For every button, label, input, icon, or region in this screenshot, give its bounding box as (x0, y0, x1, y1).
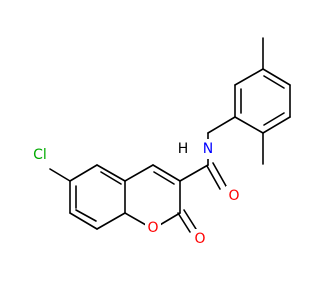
ring-oxygen-atom: O (145, 218, 161, 238)
amide-nitrogen-atom: N (200, 139, 216, 159)
bond (206, 165, 221, 190)
lactone-oxygen-atom: O (192, 229, 208, 249)
amide-oxygen-label: O (228, 188, 239, 204)
bond (96, 212, 126, 230)
bond (152, 164, 181, 182)
bond (75, 209, 97, 222)
bond (262, 116, 291, 134)
bond (262, 68, 291, 86)
atom-labels: Cl N H O O O (27, 139, 242, 249)
chlorine-atom: Cl (27, 145, 53, 165)
bond (179, 164, 209, 182)
bond (153, 171, 175, 185)
bond (234, 116, 264, 134)
bond (100, 171, 122, 185)
amide-nitrogen-label: N (203, 141, 213, 157)
bond (212, 162, 227, 187)
bond (177, 212, 191, 233)
chlorine-label: Cl (33, 147, 47, 163)
bond (69, 164, 98, 182)
bond (263, 112, 285, 126)
bond (49, 168, 71, 182)
bond (69, 212, 98, 230)
bond (96, 164, 126, 182)
amide-hydrogen-atom: H (175, 139, 191, 159)
bond (183, 209, 197, 230)
bond (207, 116, 236, 134)
ring-oxygen-label: O (147, 220, 158, 236)
bond-lines (49, 37, 291, 233)
bond (234, 68, 264, 86)
bond (263, 75, 285, 89)
bond (124, 164, 154, 182)
lactone-oxygen-label: O (194, 231, 205, 247)
molecule-structure: Cl N H O O O (27, 37, 291, 249)
amide-oxygen-atom: O (226, 186, 242, 206)
amide-hydrogen-label: H (178, 141, 189, 157)
